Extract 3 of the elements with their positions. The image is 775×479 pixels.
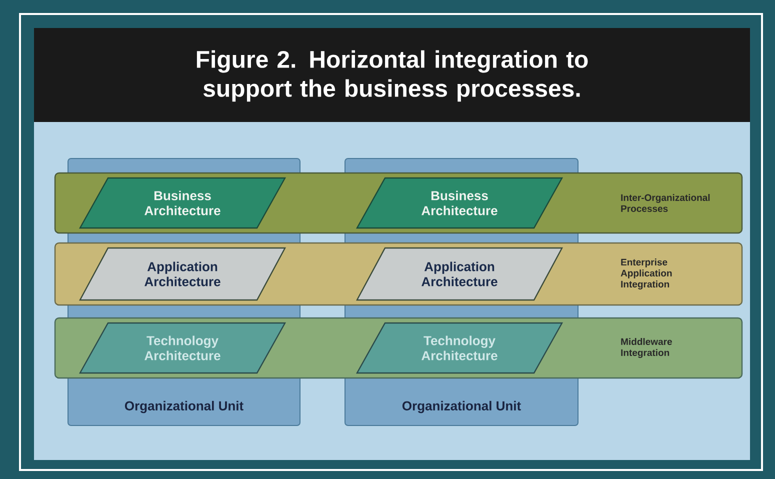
parallelogram: Application Architecture <box>356 247 564 301</box>
title-bar: Figure 2. Horizontal integration to support the business processes. <box>34 28 750 122</box>
parallelogram: Application Architecture <box>79 247 286 301</box>
